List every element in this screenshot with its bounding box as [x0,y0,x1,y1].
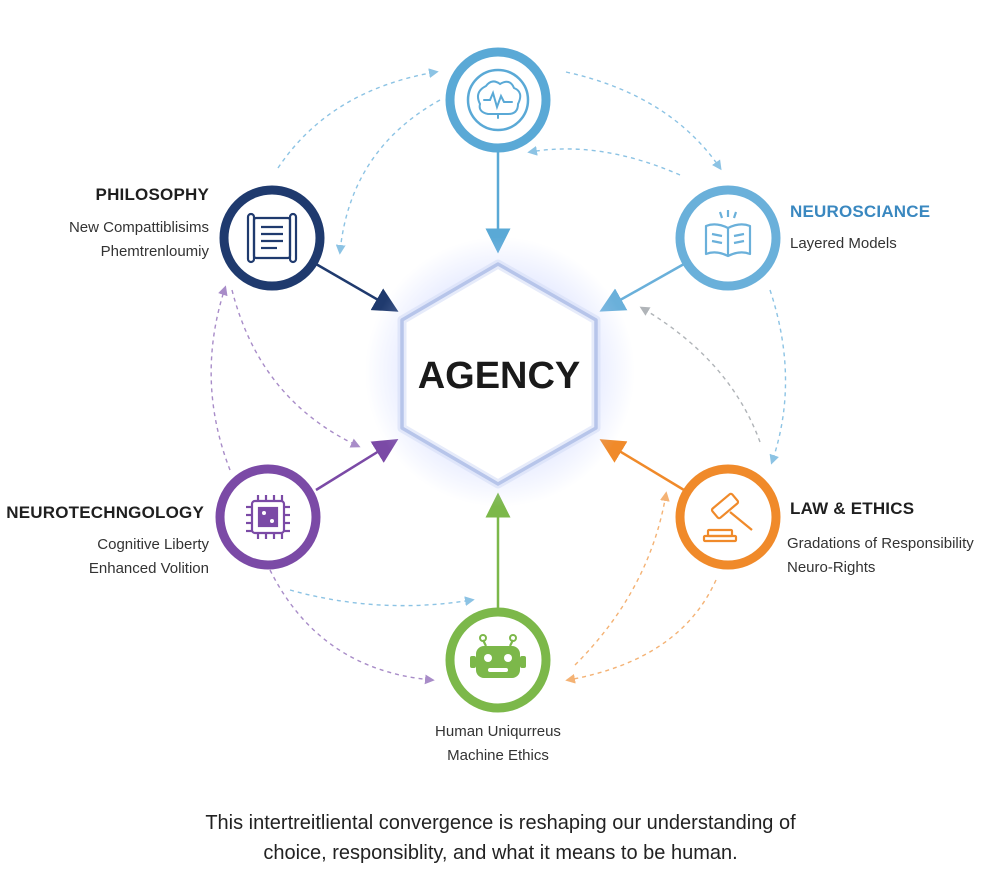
footer-caption: This intertreitliental convergence is re… [0,808,1001,868]
law-ethics-line-1: Gradations of Responsibility [787,535,974,552]
dashed-arc-neuroscience-top-inner [527,145,681,176]
philosophy-desc: New Compattiblisims Phemtrenloumiy [69,216,209,264]
arrow-philosophy-to-center [315,262,399,312]
neuroscience-line-1: Layered Models [790,235,897,252]
arrow-neuroscience-to-center [599,262,685,312]
neurotechnology-title: NEUROTECHNGOLOGY [6,503,204,522]
dashed-arc-ai-law-inner [574,491,670,666]
brain-icon [477,80,522,119]
law-ethics-title: LAW & ETHICS [790,499,915,518]
philosophy-line-1: New Compattiblisims [68,219,209,236]
law-ethics-desc: Gradations of Responsibility Neuro-Right… [787,532,974,580]
node-law-ethics[interactable] [675,464,781,570]
dashed-connectors [210,68,787,685]
dashed-arc-neuroscience-law [769,289,787,465]
philosophy-title: PHILOSOPHY [95,185,209,204]
node-ai[interactable] [445,607,551,713]
scroll-document-icon [246,212,298,264]
dashed-arc-top-philosophy-outer [277,68,439,169]
footer-line-2: choice, responsiblity, and what it means… [263,842,738,864]
dashed-arc-neurotech-ai-inner [289,589,475,607]
dashed-arc-philosophy-center-inner [231,289,361,448]
dashed-arc-law-ai-outer [565,579,717,684]
agency-label: AGENCY [418,355,581,397]
footer-line-1: This intertreitliental convergence is re… [205,812,796,834]
microchip-icon [246,495,290,539]
agency-hexagon: AGENCY [365,237,635,507]
neurotechnology-line-2: Enhanced Volition [88,560,209,577]
arrow-law-to-center [599,439,685,492]
ai-line-1: Human Uniqurreus [435,723,561,740]
node-neurotechnology[interactable] [215,464,321,570]
neurotechnology-desc: Cognitive Liberty Enhanced Volition [89,533,209,581]
dashed-arc-top-neuroscience-outer [565,71,722,171]
dashed-arc-law-neuroscience-inner [639,306,761,443]
node-neuro-top[interactable] [445,47,551,153]
node-neuroscience[interactable] [675,185,781,291]
robot-icon [470,634,526,678]
ai-line-2: Machine Ethics [447,747,549,764]
neuroscience-title: NEUROSCIANCE [790,202,931,221]
dashed-arc-top-philosophy-inner [335,99,441,255]
node-philosophy[interactable] [219,185,325,291]
philosophy-line-2: Phemtrenloumiy [100,243,209,260]
dashed-arc-neurotech-ai-outer [269,569,435,685]
dashed-arc-philosophy-neurotech-outer [210,285,231,471]
open-book-icon [704,210,752,258]
arrow-neurotech-to-center [315,439,399,492]
solid-arrows [315,152,685,612]
law-ethics-line-2: Neuro-Rights [787,559,876,576]
ai-desc: Human Uniqurreus Machine Ethics [398,720,598,768]
neurotechnology-line-1: Cognitive Liberty [97,536,209,553]
gavel-icon [702,492,753,543]
